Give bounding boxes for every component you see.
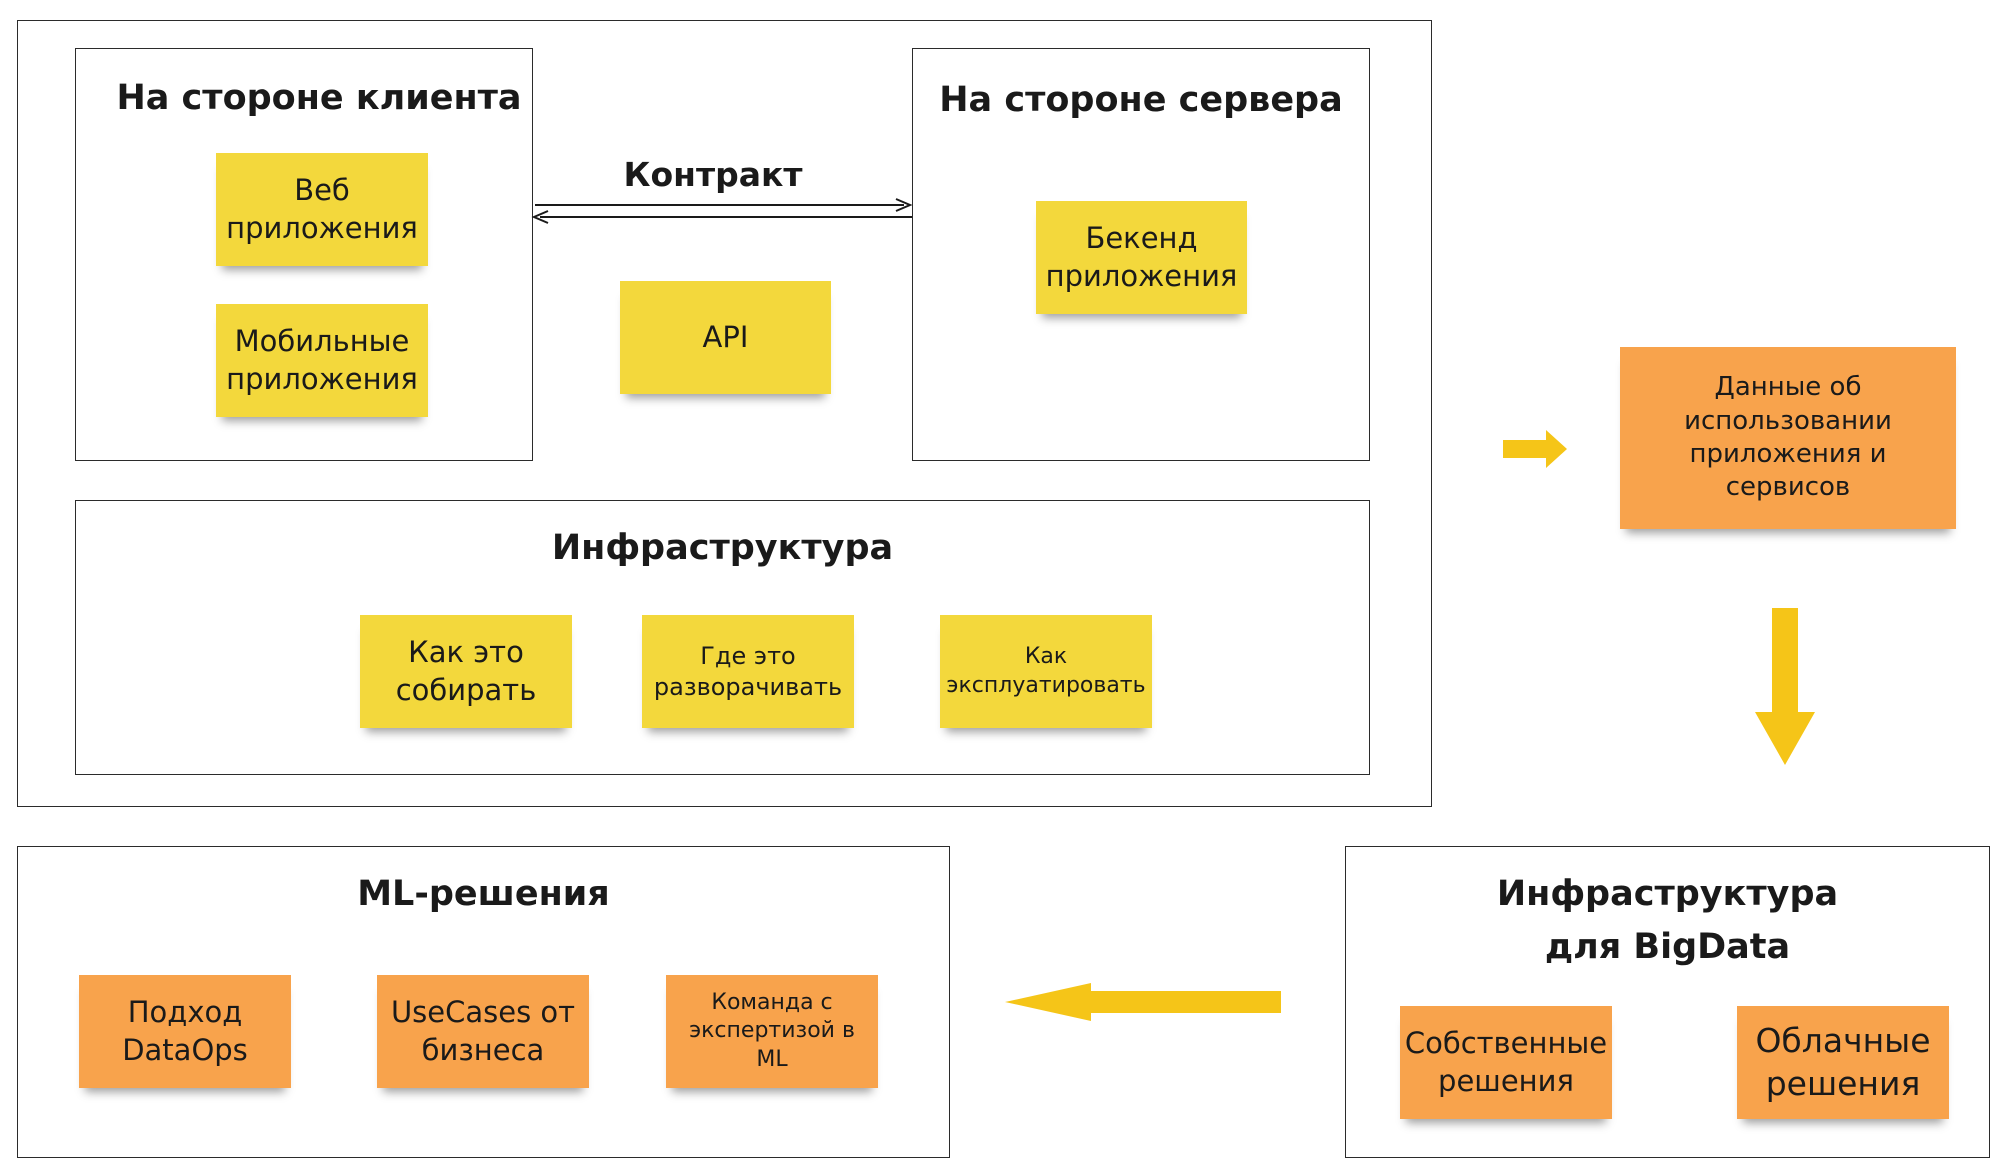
server-side-title: На стороне сервера	[939, 80, 1343, 120]
contract-label: Контракт	[623, 155, 803, 194]
dataops-approach-note: Подход DataOps	[79, 975, 291, 1088]
cloud-solutions-note: Облачные решения	[1737, 1006, 1949, 1119]
arrow-left-to-ml-solutions	[1005, 983, 1281, 1021]
arrow-right-to-usage-data	[1503, 430, 1567, 468]
how-to-build-note: Как это собирать	[360, 615, 572, 728]
client-side-title: На стороне клиента	[116, 78, 522, 118]
contract-double-arrow	[531, 198, 913, 224]
business-usecases-note: UseCases от бизнеса	[377, 975, 589, 1088]
arrow-down-to-bigdata	[1755, 608, 1815, 765]
bigdata-infrastructure-title-line2: для BigData	[1544, 927, 1791, 967]
where-to-deploy-note: Где это разворачивать	[642, 615, 854, 728]
how-to-operate-note: Как эксплуатировать	[940, 615, 1152, 728]
api-note: API	[620, 281, 831, 394]
infrastructure-title: Инфраструктура	[551, 528, 894, 568]
bigdata-infrastructure-title-line1: Инфраструктура	[1496, 874, 1839, 914]
backend-apps-note: Бекенд приложения	[1036, 201, 1247, 314]
ml-solutions-title: ML-решения	[357, 874, 610, 914]
usage-data-note: Данные об использовании приложения и сер…	[1620, 347, 1956, 529]
own-solutions-note: Собственные решения	[1400, 1006, 1612, 1119]
mobile-apps-note: Мобильные приложения	[216, 304, 428, 417]
web-apps-note: Веб приложения	[216, 153, 428, 266]
ml-expertise-team-note: Команда с экспертизой в ML	[666, 975, 878, 1088]
